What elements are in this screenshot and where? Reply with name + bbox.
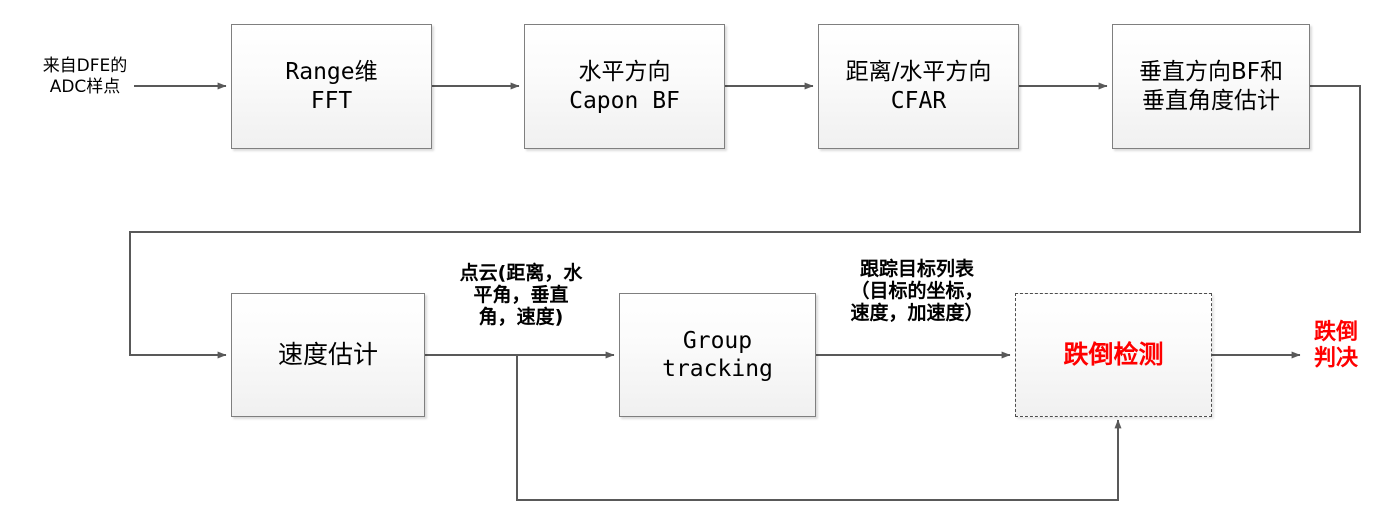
node-elevation-bf-line2: 垂直角度估计 [1141, 87, 1280, 114]
node-fall-detection-label: 跌倒检测 [1063, 339, 1164, 369]
edge-label-track-list: 跟踪目标列表 （目标的坐标， 速度，加速度） [850, 258, 984, 325]
node-range-azimuth-cfar-line2: CFAR [890, 87, 947, 114]
node-azimuth-capon-bf-line2: Capon BF [569, 87, 680, 114]
node-velocity-estimation-label: 速度估计 [277, 339, 378, 369]
node-velocity-estimation[interactable]: 速度估计 [231, 293, 425, 417]
node-range-fft-line1-mono: Range维 [285, 59, 378, 86]
node-group-tracking-line2: tracking [662, 356, 773, 382]
node-elevation-bf-label: 垂直方向BF和垂直角度估计 [1139, 58, 1283, 114]
node-group-tracking-line1: Group [682, 327, 753, 354]
output-label: 跌倒 判决 [1313, 320, 1358, 371]
node-range-azimuth-cfar-line1: 距离/水平方向 [845, 59, 992, 86]
input-label: 来自DFE的 ADC样点 [42, 56, 128, 98]
edge-label-point-cloud: 点云(距离，水 平角，垂直 角，速度) [459, 262, 583, 329]
node-elevation-bf-line1: 垂直方向BF和 [1138, 59, 1283, 86]
node-range-fft-line2-mono: FFT [310, 87, 353, 114]
node-fall-detection[interactable]: 跌倒检测 [1015, 293, 1212, 417]
node-azimuth-capon-bf-line1: 水平方向 [578, 59, 671, 86]
node-elevation-bf[interactable]: 垂直方向BF和垂直角度估计 [1112, 24, 1310, 149]
